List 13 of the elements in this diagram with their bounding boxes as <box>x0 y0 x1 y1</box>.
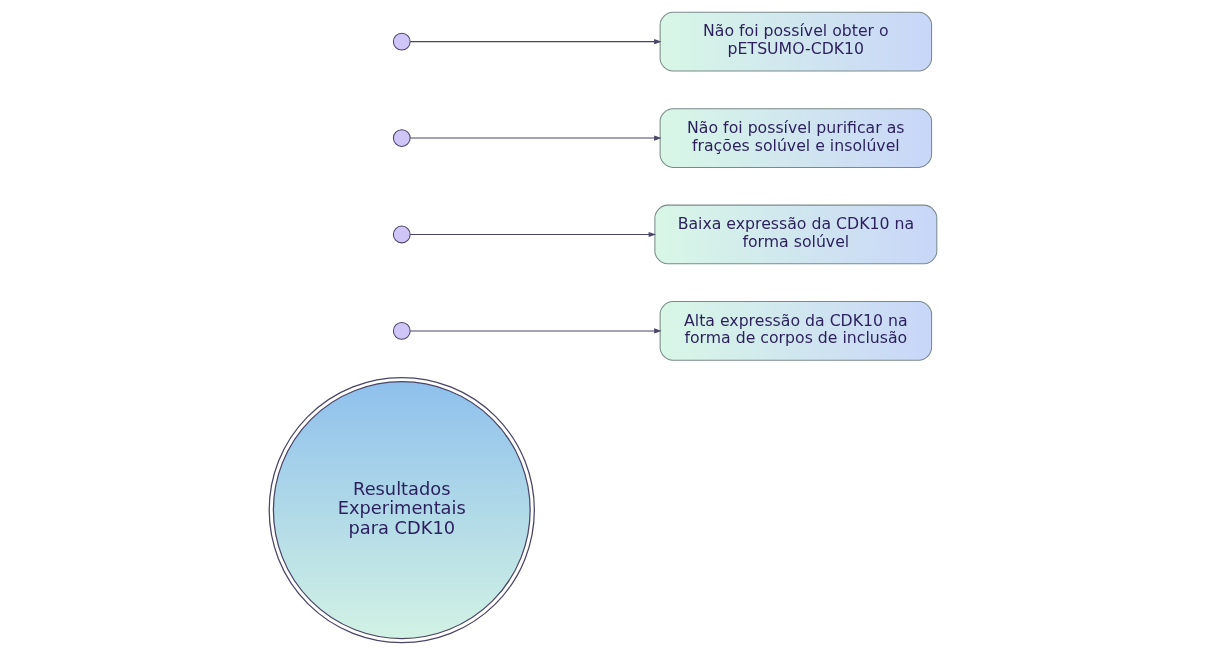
arrow <box>409 39 662 45</box>
node-circle <box>392 129 411 147</box>
arrow <box>409 231 656 238</box>
node-circle <box>392 322 411 340</box>
node-circle: Resultados Experimentais para CDK10 <box>268 376 535 644</box>
arrow <box>409 328 662 334</box>
node-circle <box>392 225 411 244</box>
node-box: Não foi possível obter o pETSUMO-CDK10 <box>659 11 933 72</box>
node-circle <box>392 32 411 51</box>
node-box: Não foi possível purificar as frações solúvel e insolúvel <box>659 108 933 168</box>
arrow <box>409 135 662 141</box>
node-box: Baixa expressão da CDK10 na forma solúvel <box>654 204 938 265</box>
node-box: Alta expressão da CDK10 na forma de corpos de inclusão <box>659 301 933 361</box>
